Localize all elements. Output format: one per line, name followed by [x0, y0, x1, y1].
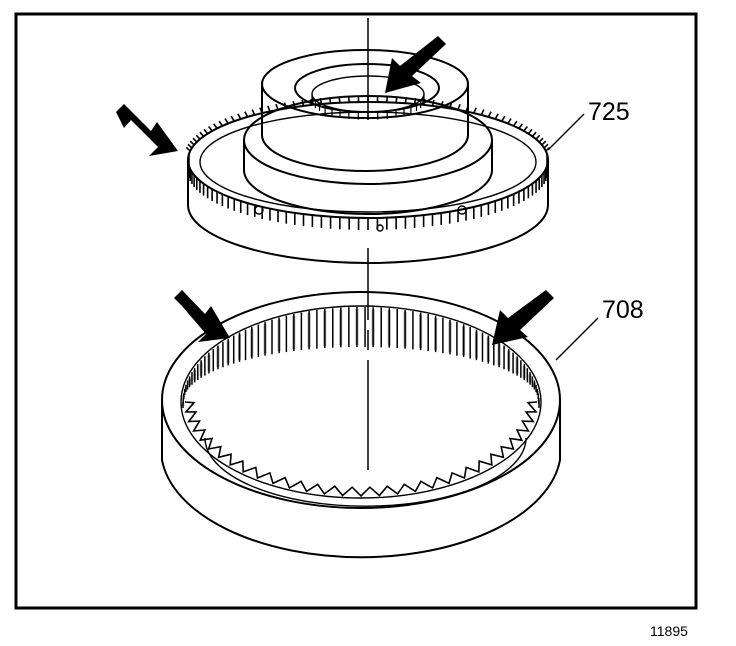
flange-tooth: [185, 146, 191, 152]
internal-tooth-shade: [292, 316, 296, 350]
internal-tooth-shade: [507, 350, 511, 370]
internal-tooth-shade: [181, 404, 185, 406]
internal-tooth-shade: [238, 334, 242, 360]
flange-tooth: [523, 126, 528, 132]
flange-tooth: [199, 131, 205, 137]
internal-tooth-shade: [184, 386, 188, 391]
front-teeth-zigzag: [184, 401, 538, 498]
internal-tooth-shade: [474, 331, 478, 359]
flange-tooth: [507, 118, 512, 124]
internal-tooth-shade: [535, 391, 539, 394]
flange-tooth: [187, 143, 193, 149]
callout-label-708: 708: [602, 296, 644, 324]
arrow-lower-right-icon: [492, 290, 554, 345]
flange-tooth: [267, 105, 271, 112]
internal-tooth-shade: [199, 362, 203, 376]
arrow-upper-center-icon: [385, 36, 446, 93]
flange-tooth: [195, 134, 201, 140]
flange-tooth: [218, 120, 224, 127]
ring-gear-outer-wall: [161, 400, 561, 559]
flange-tooth: [543, 143, 549, 149]
ring-gear-internal-teeth-front: [184, 401, 538, 498]
flange-tooth: [224, 118, 229, 124]
internal-tooth-shade: [216, 347, 220, 368]
flange-tooth: [512, 120, 518, 127]
internal-tooth-shade: [188, 378, 192, 386]
internal-tooth-shade: [537, 399, 541, 402]
internal-tooth-shade: [277, 319, 281, 352]
internal-tooth-shade: [193, 370, 197, 381]
flange-tooth: [487, 111, 492, 118]
flange-tooth: [189, 140, 195, 146]
leader-line-725: [547, 113, 585, 151]
ring-gear-top-outer-rim: [161, 291, 561, 509]
flange-tooth: [541, 140, 547, 146]
flange-hole-front: [376, 224, 384, 232]
ring-gear-internal-teeth-back: [181, 307, 541, 408]
flange-tooth: [535, 134, 541, 140]
figure-id: 11895: [650, 623, 688, 639]
internal-tooth-shade: [528, 374, 532, 383]
flange-tooth: [230, 115, 235, 122]
internal-tooth-shade: [522, 366, 526, 379]
arrow-upper-left-icon: [116, 104, 178, 156]
flange-tooth: [213, 123, 218, 129]
flange-tooth: [192, 137, 198, 143]
internal-tooth-shade: [323, 310, 327, 347]
internal-tooth-shade: [448, 321, 452, 353]
internal-tooth-shade: [532, 382, 536, 388]
ring-gear-inner-bottom-edge: [204, 437, 527, 507]
flange-hole-left: [254, 205, 264, 215]
internal-tooth-shade: [387, 310, 391, 346]
flange-tooth: [494, 113, 499, 120]
flange-tooth: [518, 123, 523, 129]
flange-tooth: [538, 137, 544, 143]
internal-tooth-shade: [263, 323, 267, 354]
internal-tooth-shade: [419, 314, 423, 349]
flange-tooth: [203, 128, 209, 135]
internal-tooth-shade: [434, 317, 438, 351]
internal-tooth-shade: [207, 354, 211, 372]
internal-tooth-shade: [339, 309, 343, 346]
flange-tooth: [480, 109, 485, 116]
hub-boss-top: [261, 49, 469, 119]
flange-tooth: [531, 131, 537, 137]
internal-ring-gear: [161, 291, 561, 559]
leader-line-708: [555, 317, 599, 361]
flange-tooth: [501, 115, 506, 122]
callout-label-725: 725: [588, 98, 630, 126]
flange-tooth: [237, 113, 242, 120]
internal-tooth-shade: [462, 326, 466, 356]
internal-tooth-shade: [250, 328, 254, 357]
internal-tooth-shade: [486, 337, 490, 362]
hub-flange-teeth: [185, 96, 551, 230]
flange-tooth: [251, 109, 256, 116]
ring-gear-top-inner-rim: [180, 305, 542, 499]
flange-tooth: [527, 128, 533, 135]
hub-shoulder: [243, 140, 493, 215]
internal-tooth-shade: [371, 309, 375, 346]
internal-tooth-shade: [355, 309, 359, 346]
internal-tooth-shade: [182, 395, 186, 398]
internal-tooth-shade: [226, 340, 230, 364]
hub-boss-side: [261, 84, 469, 172]
flange-tooth: [208, 126, 213, 132]
internal-tooth-shade: [403, 311, 407, 347]
flange-hole-right: [457, 205, 467, 215]
internal-tooth-shade: [515, 358, 519, 374]
flange-tooth: [473, 107, 477, 114]
flange-tooth: [244, 111, 249, 118]
internal-tooth-shade: [497, 344, 501, 366]
internal-tooth-shade: [307, 313, 311, 348]
arrow-lower-left-icon: [174, 290, 230, 342]
